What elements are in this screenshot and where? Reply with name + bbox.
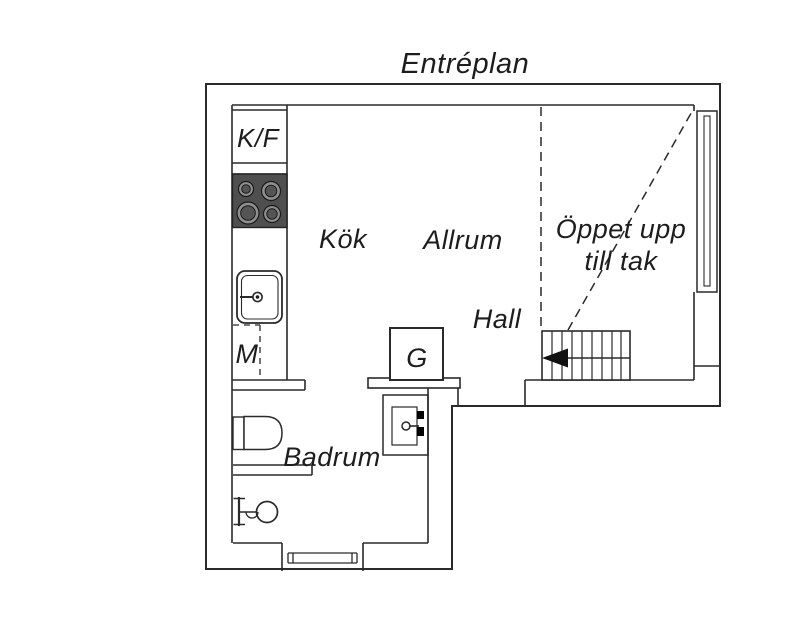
room-label-living: Allrum	[421, 225, 503, 255]
wash-basin-icon	[382, 394, 429, 456]
wardrobe-label: G	[406, 343, 428, 373]
burner-center	[241, 184, 251, 194]
fridge-freezer-label: K/F	[237, 123, 281, 153]
washer-label: M	[236, 339, 259, 369]
interior-walls	[231, 104, 720, 571]
room-label-bathroom: Badrum	[283, 442, 381, 472]
room-label-open-to-ceiling-1: Öppet upp	[556, 214, 687, 244]
burner-center	[240, 205, 256, 221]
burner-center	[264, 184, 278, 198]
faucet-handle	[417, 427, 424, 436]
stairs	[541, 330, 631, 381]
washer-outline	[233, 324, 261, 378]
shower-icon	[233, 497, 279, 526]
kitchen-sink-icon	[236, 270, 283, 324]
window-icon	[696, 110, 718, 293]
room-label-hall: Hall	[473, 304, 522, 334]
exterior-walls	[205, 83, 721, 570]
void-diagonal-dashed-line	[567, 107, 695, 331]
toilet-icon	[232, 415, 283, 451]
stair-direction-arrow	[542, 348, 568, 368]
entrance-threshold	[287, 552, 358, 564]
room-label-open-to-ceiling-2: till tak	[584, 246, 658, 276]
room-label-kitchen: Kök	[319, 224, 368, 254]
page-title: Entréplan	[401, 48, 530, 80]
faucet-handle	[417, 411, 424, 419]
faucet-dot	[255, 295, 260, 299]
wardrobe-box	[389, 327, 444, 381]
bathroom-partition	[233, 464, 313, 476]
burner-center	[266, 208, 278, 220]
stove-icon	[231, 173, 288, 229]
